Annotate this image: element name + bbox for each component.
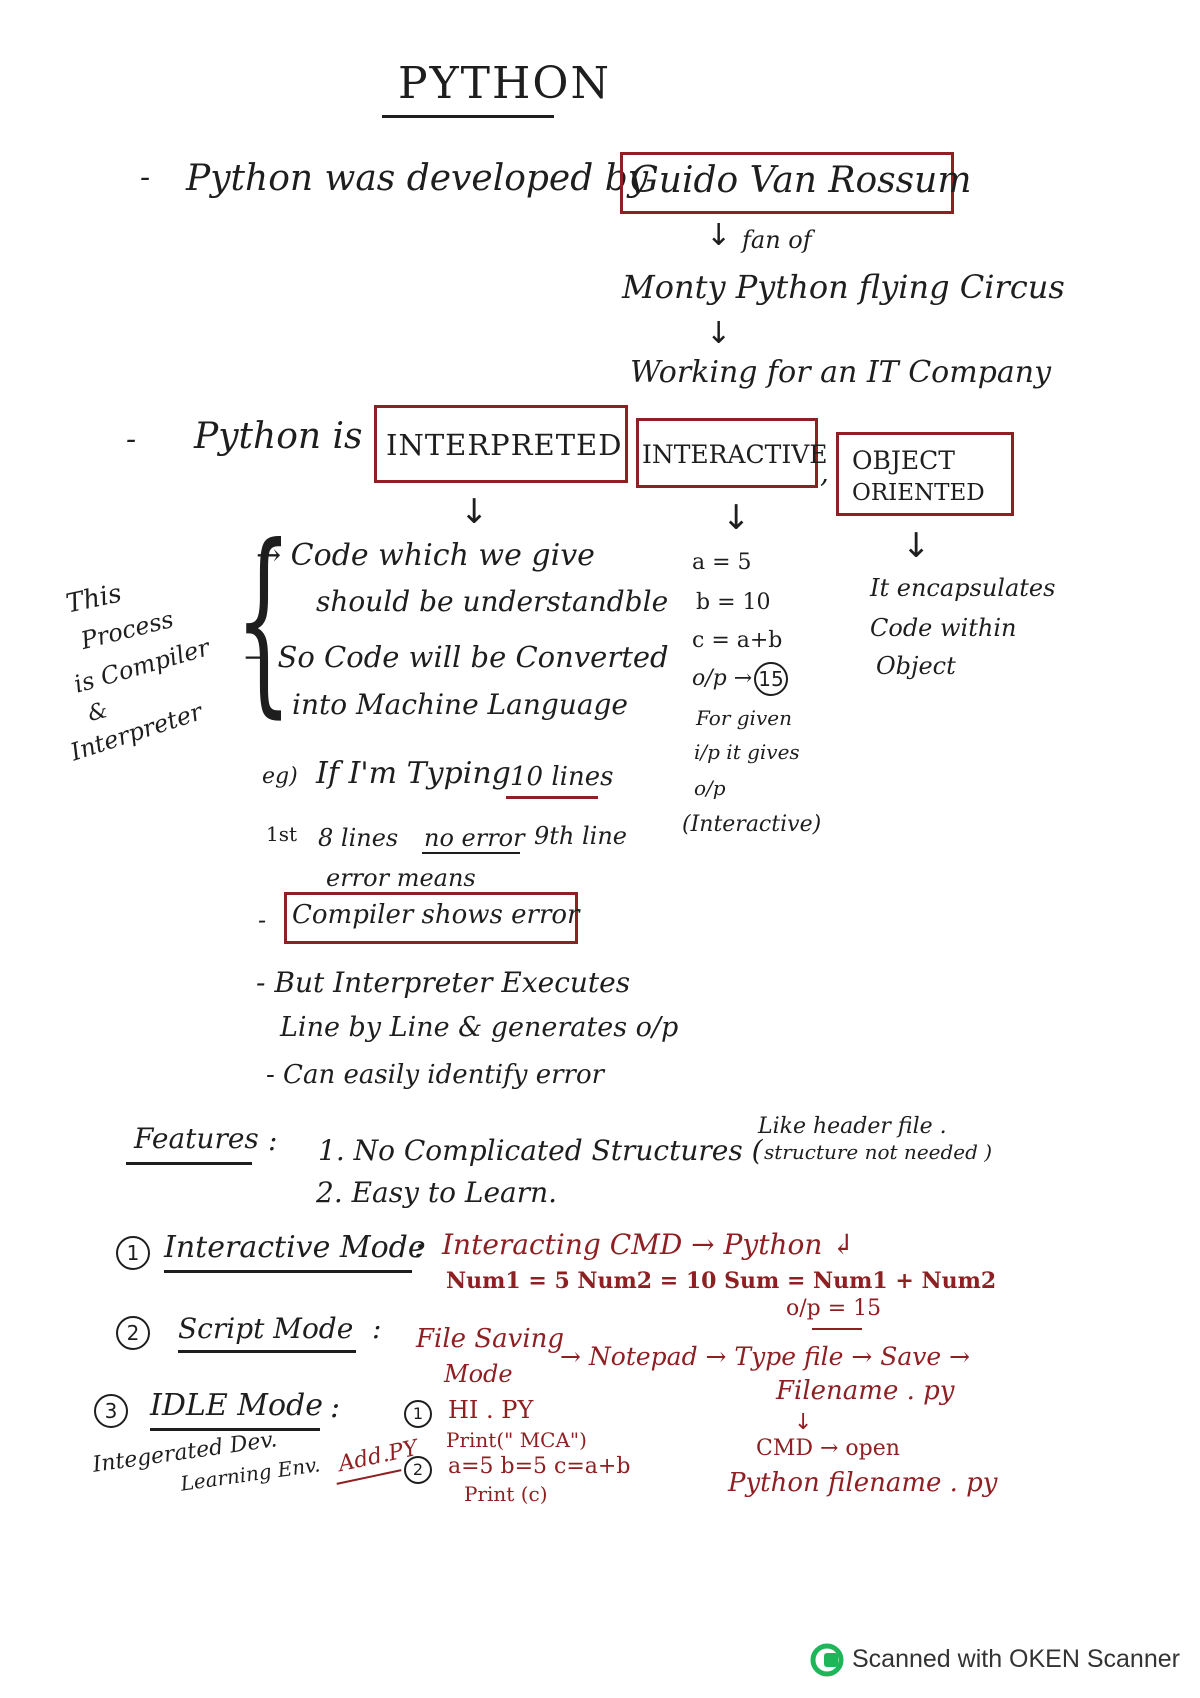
object-line2: ORIENTED <box>852 480 985 506</box>
interactive-note-label: (Interactive) <box>682 812 822 837</box>
features-underline <box>126 1162 252 1165</box>
mode1-label: Interactive Mode <box>164 1230 426 1265</box>
feature-item2: 2. Easy to Learn. <box>316 1176 558 1209</box>
no-error-underline <box>422 852 520 854</box>
mode3-underline <box>150 1428 320 1431</box>
identify-error: - Can easily identify error <box>266 1060 605 1090</box>
compiler-dash: - <box>258 906 267 934</box>
eg-lines-underline <box>506 796 598 799</box>
interactive-note-a: a = 5 <box>692 550 752 575</box>
intro-text: Python was developed by <box>186 158 649 199</box>
interactive-note-b: b = 10 <box>696 590 771 615</box>
object-note-line3: Object <box>876 652 956 680</box>
interp-point1-line2: should be understandble <box>316 585 669 618</box>
mode3-label: IDLE Mode <box>150 1388 323 1423</box>
mode2-cmd: CMD → open <box>756 1436 900 1461</box>
eg-lines: 10 lines <box>510 762 614 792</box>
arrow-down-icon: ↓ <box>794 1410 813 1435</box>
object-box <box>836 432 1014 516</box>
title-underline <box>382 115 554 118</box>
fan-of: fan of <box>742 226 812 254</box>
first-text-a: 8 lines <box>318 824 399 852</box>
mode1-colon: : <box>414 1230 425 1265</box>
interactive-note-op: o/p → <box>692 666 753 691</box>
idle-ex1-line1: HI . PY <box>448 1396 534 1424</box>
creator-box <box>620 152 954 214</box>
mode2-filename: Filename . py <box>776 1376 955 1406</box>
but-line2: Line by Line & generates o/p <box>280 1012 679 1043</box>
feature-item1-note1: Like header file . <box>758 1114 947 1139</box>
curly-brace: { <box>234 503 293 736</box>
idle-ex2-number: 2 <box>404 1456 432 1484</box>
error-means: error means <box>326 864 476 892</box>
mode1-line2: Num1 = 5 Num2 = 10 Sum = Num1 + Num2 <box>446 1268 997 1294</box>
intro-dash: - <box>140 160 151 195</box>
arrow-down-icon: ↓ <box>460 492 489 532</box>
python-is-dash: - <box>126 422 137 457</box>
first-text-c: 9th line <box>534 822 628 850</box>
oken-scanner-logo-icon <box>810 1643 844 1677</box>
mode2-colon: : <box>372 1312 382 1345</box>
mode2-python-file: Python filename . py <box>728 1468 998 1498</box>
scanner-footer: Scanned with OKEN Scanner <box>852 1645 1180 1673</box>
interpreted-label: INTERPRETED <box>386 428 623 462</box>
interp-point1-line1: → Code which we give <box>256 538 595 573</box>
feature-item1-note2: structure not needed ) <box>764 1140 993 1164</box>
eg-prefix: eg) <box>262 764 298 789</box>
page-title: PYTHON <box>398 58 611 109</box>
compiler-box <box>284 892 578 944</box>
idle-ex1-number: 1 <box>404 1400 432 1428</box>
mode1-line1: Interacting CMD → Python ↲ <box>442 1228 855 1261</box>
arrow-down-icon: ↓ <box>706 316 732 351</box>
interactive-comma: , <box>820 456 829 489</box>
interpreted-box <box>374 405 628 483</box>
feature-item1: 1. No Complicated Structures ( <box>318 1134 763 1167</box>
object-note-line2: Code within <box>870 614 1017 642</box>
but-line1: - But Interpreter Executes <box>256 966 631 999</box>
compiler-text: Compiler shows error <box>292 900 580 930</box>
idle-ex1-line2: Print(" MCA") <box>446 1428 587 1452</box>
arrow-down-icon: ↓ <box>722 498 751 538</box>
mode1-underline <box>164 1270 412 1273</box>
interp-point2-line2: into Machine Language <box>292 688 628 721</box>
features-label: Features <box>134 1122 259 1155</box>
arrow-down-icon: ↓ <box>706 218 732 253</box>
interactive-note-op2: o/p <box>694 776 726 800</box>
idle-ex2-line1: a=5 b=5 c=a+b <box>448 1454 631 1479</box>
object-line1: OBJECT <box>852 446 955 475</box>
interactive-note-c: c = a+b <box>692 628 783 653</box>
creator-name: Guido Van Rossum <box>630 160 972 201</box>
result-circle: 15 <box>754 662 788 696</box>
mode1-line3: o/p = 15 <box>786 1296 882 1321</box>
interactive-label: INTERACTIVE <box>642 440 828 469</box>
working-it: Working for an IT Company <box>630 355 1052 390</box>
monty-python: Monty Python flying Circus <box>622 268 1065 306</box>
interp-point2-line1: → So Code will be Converted <box>244 640 669 674</box>
features-colon: : <box>268 1124 278 1157</box>
mode2-number: 2 <box>116 1316 150 1350</box>
mode3-colon: : <box>330 1390 341 1425</box>
object-note-line1: It encapsulates <box>870 574 1056 602</box>
mode2-mode-word: Mode <box>444 1360 513 1388</box>
mode1-number: 1 <box>116 1236 150 1270</box>
mode2-label: Script Mode <box>178 1312 354 1345</box>
mode2-flow: → Notepad → Type file → Save → <box>560 1342 971 1371</box>
side-label-line4: & <box>85 698 111 727</box>
first-prefix: 1st <box>266 822 298 846</box>
mode2-file-saving: File Saving <box>416 1324 565 1354</box>
arrow-down-icon: ↓ <box>902 526 931 566</box>
eg-text: If I'm Typing <box>316 756 511 791</box>
mode3-number: 3 <box>94 1394 128 1428</box>
first-text-b: no error <box>424 824 525 852</box>
mode1-line3-underline <box>812 1328 862 1330</box>
python-is-text: Python is <box>194 416 363 457</box>
mode2-underline <box>178 1350 356 1353</box>
interactive-note-ip: i/p it gives <box>694 740 800 764</box>
side-label-line1: This <box>63 578 125 620</box>
idle-ex2-line2: Print (c) <box>464 1482 548 1506</box>
interactive-note-given: For given <box>696 706 792 730</box>
interactive-box <box>636 418 818 488</box>
